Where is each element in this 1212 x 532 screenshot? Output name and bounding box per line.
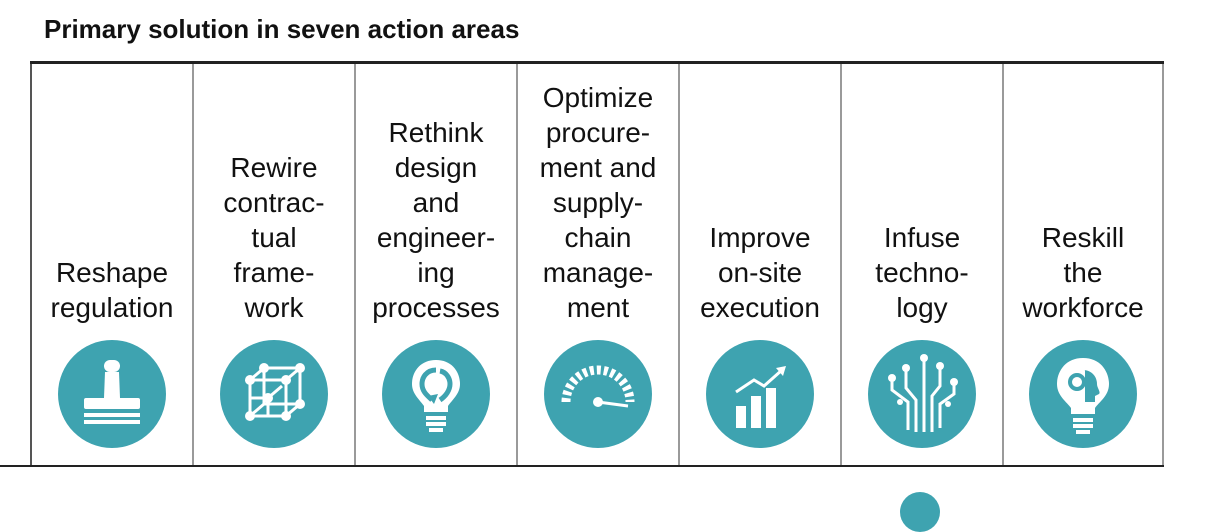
- action-area-label: Optimize procure- ment and supply- chain…: [539, 82, 657, 323]
- stamp-icon: [58, 340, 166, 448]
- action-area-label: Rewire contrac- tual frame- work: [223, 152, 325, 323]
- action-area-rethink-design: Rethink design and engineer- ing process…: [354, 64, 516, 465]
- action-area-optimize-procurement: Optimize procure- ment and supply- chain…: [516, 64, 678, 465]
- lightbulb-cycle-icon: [382, 340, 490, 448]
- action-area-improve-onsite-execution: Improve on-site execution: [678, 64, 840, 465]
- action-area-label: Reshape regulation: [50, 257, 174, 323]
- action-area-reskill-workforce: Reskill the workforce: [1002, 64, 1164, 465]
- action-area-label: Rethink design and engineer- ing process…: [372, 117, 500, 323]
- lightbulb-head-icon: [1029, 340, 1137, 448]
- action-area-label: Infuse techno- logy: [875, 222, 969, 323]
- bottom-divider: [0, 465, 1164, 467]
- page-title: Primary solution in seven action areas: [44, 14, 520, 44]
- partial-circle-decoration: [900, 492, 940, 532]
- cube-network-icon: [220, 340, 328, 448]
- action-area-label: Reskill the workforce: [1022, 222, 1144, 323]
- action-area-reshape-regulation: Reshape regulation: [30, 64, 192, 465]
- action-areas-panel: Reshape regulation Rewire contrac- tual …: [30, 64, 1164, 465]
- top-divider: [30, 61, 1164, 64]
- bar-chart-growth-icon: [706, 340, 814, 448]
- action-area-infuse-technology: Infuse techno- logy: [840, 64, 1002, 465]
- circuit-icon: [868, 340, 976, 448]
- speedometer-icon: [544, 340, 652, 448]
- action-area-label: Improve on-site execution: [700, 222, 820, 323]
- action-area-rewire-contractual-framework: Rewire contrac- tual frame- work: [192, 64, 354, 465]
